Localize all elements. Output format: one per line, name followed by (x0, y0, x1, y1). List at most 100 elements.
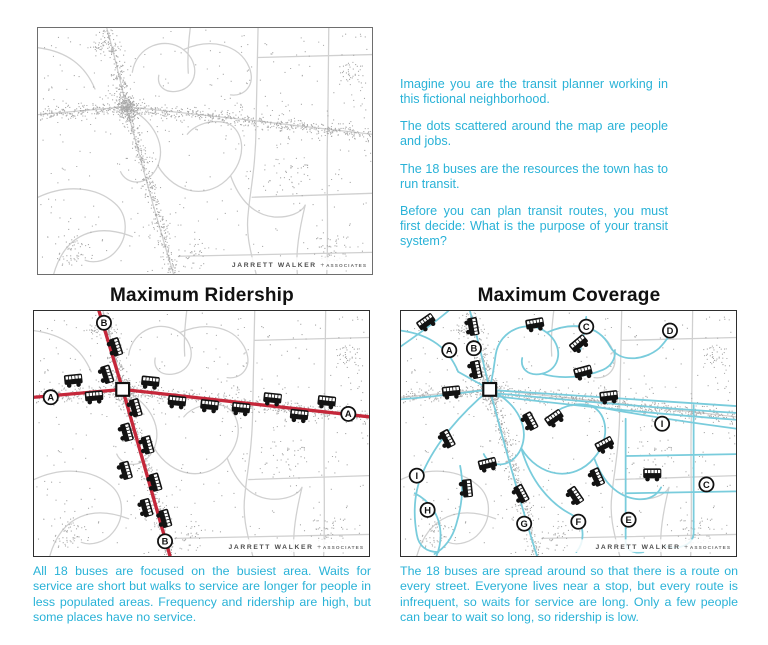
bus-icon (116, 460, 133, 480)
road-line (243, 404, 254, 556)
transit-route (413, 388, 491, 553)
road-line (226, 457, 303, 500)
road-line (179, 326, 249, 379)
stop-label: D (662, 322, 678, 339)
bus-icon (138, 435, 155, 455)
stop-label: A (340, 405, 357, 422)
road-line (127, 325, 192, 375)
transit-route (541, 349, 616, 379)
bus-icon (511, 483, 530, 504)
bus-icon (441, 385, 461, 400)
bus-icon (643, 468, 662, 482)
stop-label: H (419, 502, 436, 518)
road-line (38, 47, 96, 90)
stop-label: A (441, 342, 458, 359)
stop-label: I (654, 415, 671, 432)
transit-route (520, 403, 607, 475)
transit-route (413, 492, 442, 556)
bus-icon (167, 395, 187, 410)
transit-route (401, 329, 491, 391)
road-line (34, 329, 92, 373)
bus-icon (416, 313, 436, 332)
transit-route (433, 464, 464, 555)
stop-letter: I (415, 471, 418, 481)
bus-icon (106, 337, 124, 357)
street-network (38, 28, 372, 274)
bus-icon (289, 408, 309, 424)
bus-icon (84, 390, 104, 405)
road-line (157, 121, 243, 192)
bus-icon (317, 395, 337, 410)
road-line (183, 311, 188, 357)
transit-route (488, 388, 538, 556)
transit-route (587, 404, 736, 430)
road-line (541, 533, 736, 539)
stop-letter: B (162, 537, 169, 547)
bus-icon (458, 478, 474, 498)
stop-letter: A (446, 346, 453, 356)
stop-letter: F (575, 517, 581, 527)
road-line (255, 28, 259, 124)
stop-letter: D (667, 326, 674, 336)
stop-label: G (516, 515, 533, 532)
attribution-text: JARRETT WALKER + ASSOCIATES (232, 262, 367, 269)
road-line (619, 311, 623, 406)
attribution-backplate (210, 257, 370, 271)
road-line (177, 251, 372, 257)
coverage-caption: The 18 buses are spread around so that t… (400, 564, 738, 625)
transit-route (495, 392, 736, 414)
road-line (38, 188, 126, 263)
road-line (610, 404, 621, 556)
road-line (327, 28, 330, 128)
stop-label: B (157, 533, 174, 550)
transit-route (593, 457, 663, 501)
intro-paragraph-3: The 18 buses are the resources the town … (400, 161, 668, 191)
road-line (691, 311, 694, 410)
bus-icon (594, 436, 614, 454)
road-line (182, 43, 252, 96)
density-map-frame: JARRETT WALKER + ASSOCIATES (37, 27, 373, 275)
bus-icon (544, 409, 564, 428)
hub-square (482, 381, 498, 397)
road-line (252, 311, 256, 406)
transit-routes (34, 311, 369, 556)
road-line (323, 408, 326, 556)
street-network (34, 311, 369, 556)
stop-label: A (42, 389, 59, 406)
density-dots (36, 312, 369, 556)
road-line (246, 121, 257, 274)
bus-icon (520, 411, 539, 431)
road-line (254, 336, 369, 342)
bus-icon (156, 508, 173, 528)
attribution-backplate (207, 539, 367, 553)
bus-icon (146, 472, 163, 492)
road-line (621, 336, 736, 342)
bus-icon (141, 375, 160, 390)
stop-label: C (578, 318, 595, 335)
stop-label: I (408, 467, 425, 484)
road-line (326, 125, 329, 274)
stop-label: B (95, 314, 112, 331)
road-line (53, 230, 133, 274)
stop-letter: H (424, 505, 431, 515)
bus-icon (525, 317, 545, 333)
road-line (119, 106, 162, 183)
bus-icon (569, 334, 589, 354)
transit-route (97, 311, 172, 556)
bus-icon (477, 456, 497, 473)
road-line (106, 28, 175, 274)
stop-label: E (620, 511, 637, 528)
attribution-backplate (574, 539, 734, 553)
road-line (153, 403, 239, 475)
ridership-caption: All 18 buses are focused on the busiest … (33, 564, 371, 625)
road-line (34, 470, 123, 545)
bus-icon (464, 316, 480, 336)
intro-paragraph-1: Imagine you are the transit planner work… (400, 77, 668, 106)
stop-label: F (570, 513, 587, 530)
bus-icon (573, 364, 593, 381)
